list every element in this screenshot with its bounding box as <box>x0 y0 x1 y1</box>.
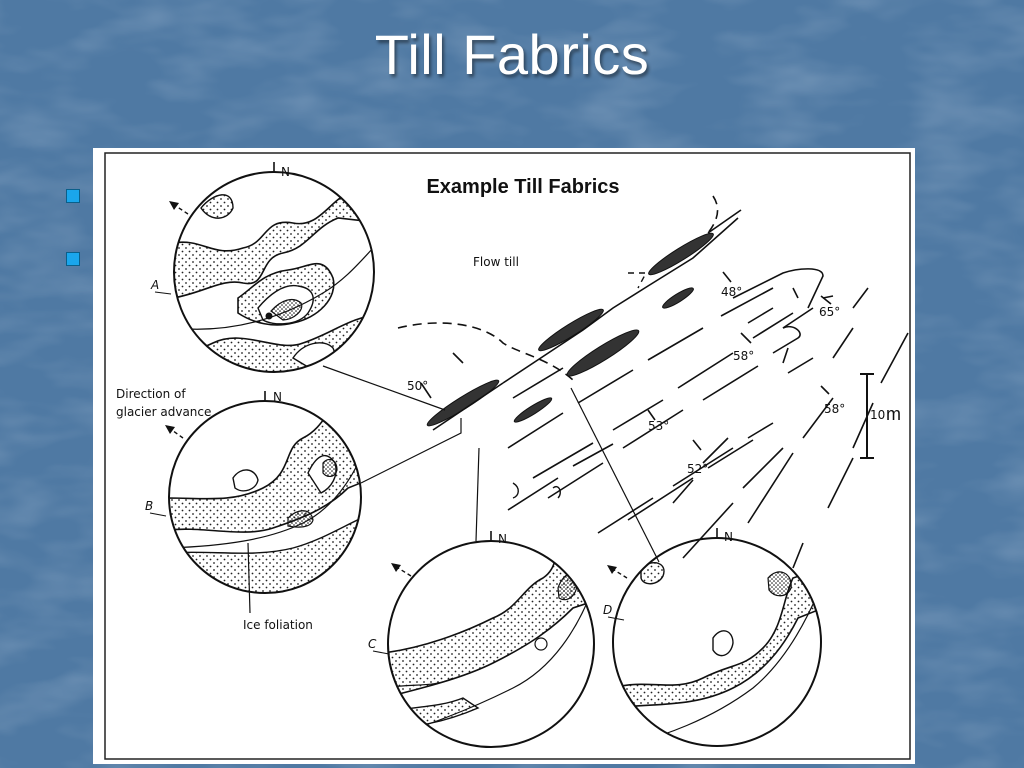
scale-unit: m <box>886 404 901 424</box>
north-label-d: N <box>724 530 733 544</box>
dip-label-48: 48° <box>721 285 742 299</box>
stereonet-letter-a: A <box>150 278 159 292</box>
direction-label-line1: Direction of <box>116 387 186 401</box>
stereonet-letter-d: D <box>603 603 612 617</box>
stereonet-d: N D <box>603 528 822 747</box>
dip-label-53: 53° <box>648 419 669 433</box>
north-label-b: N <box>273 390 282 404</box>
stereonet-b: N B <box>145 390 362 594</box>
dip-label-58b: 58° <box>824 402 845 416</box>
ice-foliation-label: Ice foliation <box>243 618 313 632</box>
dip-label-58a: 58° <box>733 349 754 363</box>
till-cross-section <box>322 195 909 569</box>
figure-drawing: Example Till Fabrics N A <box>104 152 911 760</box>
stereonet-letter-b: B <box>145 499 153 513</box>
figure-title: Example Till Fabrics <box>426 176 619 198</box>
scale-value: 10 <box>870 408 885 422</box>
stereonet-a: N A <box>150 162 375 373</box>
figure-frame <box>104 152 911 760</box>
stereonet-c: N C <box>368 531 595 748</box>
stereonet-letter-c: C <box>368 637 377 651</box>
bullet-marker-2 <box>66 252 80 266</box>
till-fabric-figure: Example Till Fabrics N A <box>93 148 915 764</box>
slide-title: Till Fabrics <box>374 23 650 86</box>
flow-direction-arrow-d <box>607 565 628 579</box>
flow-till-label: Flow till <box>473 255 519 269</box>
bullet-marker-1 <box>66 189 80 203</box>
direction-label-line2: glacier advance <box>116 405 211 419</box>
flow-direction-arrow-b <box>165 425 184 439</box>
dip-label-65: 65° <box>819 305 840 319</box>
flow-direction-arrow-c <box>391 563 412 577</box>
flow-direction-arrow-a <box>169 201 189 215</box>
north-label-c: N <box>498 532 507 546</box>
ice-foliation-leader <box>247 542 251 614</box>
dip-label-50: 50° <box>407 379 428 393</box>
dip-label-52: 52° <box>687 462 708 476</box>
north-label-a: N <box>281 165 290 179</box>
